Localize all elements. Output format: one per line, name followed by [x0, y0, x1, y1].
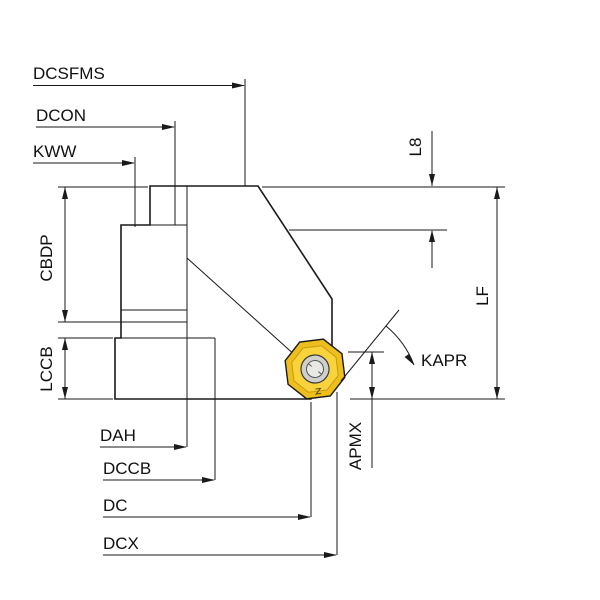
kapr-edge-line: [340, 309, 400, 382]
pocket-diagonal-line: [186, 257, 298, 358]
cutter-body: [114, 185, 333, 480]
label-cbdp: CBDP: [37, 234, 56, 281]
label-l8: L8: [406, 138, 425, 157]
label-dc: DC: [103, 496, 128, 515]
dimension-labels: DCSFMS DCON KWW DAH DCCB DC DCX KAPR CBD…: [33, 64, 492, 553]
milling-insert: [284, 338, 346, 400]
dccb-arrow: [202, 477, 215, 483]
dcon-arrow: [162, 124, 175, 130]
insert-stamp-mark: [315, 387, 322, 395]
l8-arrow-down: [429, 174, 435, 186]
label-dcon: DCON: [36, 106, 86, 125]
label-lf: LF: [473, 286, 492, 306]
lccb-arrow-bottom: [62, 387, 68, 399]
label-kapr: KAPR: [421, 351, 467, 370]
body-outline: [114, 185, 333, 400]
dc-arrow: [298, 514, 311, 520]
dcsfms-arrow: [232, 82, 245, 89]
kww-arrow: [122, 160, 135, 166]
extension-lines: [58, 79, 505, 555]
l8-arrow-up: [429, 230, 435, 242]
cbdp-arrow-bottom: [62, 310, 68, 322]
label-dccb: DCCB: [103, 459, 151, 478]
screw-torx-mark: [308, 363, 322, 375]
dah-arrow: [174, 444, 187, 450]
kapr-arrow: [404, 353, 414, 365]
apmx-arrow-bottom: [369, 387, 375, 399]
dcx-arrow: [324, 552, 337, 558]
lf-arrow-bottom: [494, 387, 500, 399]
label-lccb: LCCB: [37, 346, 56, 391]
cbdp-arrow-top: [62, 187, 68, 199]
label-dcx: DCX: [103, 534, 139, 553]
screw-socket: [306, 360, 324, 378]
apmx-arrow-top: [369, 352, 375, 364]
label-apmx: APMX: [346, 422, 365, 470]
lccb-arrow-top: [62, 338, 68, 350]
label-dcsfms: DCSFMS: [33, 64, 105, 83]
lf-arrow-top: [494, 187, 500, 199]
dimension-lines: [33, 82, 500, 558]
label-dah: DAH: [100, 426, 136, 445]
label-kww: KWW: [33, 142, 76, 161]
